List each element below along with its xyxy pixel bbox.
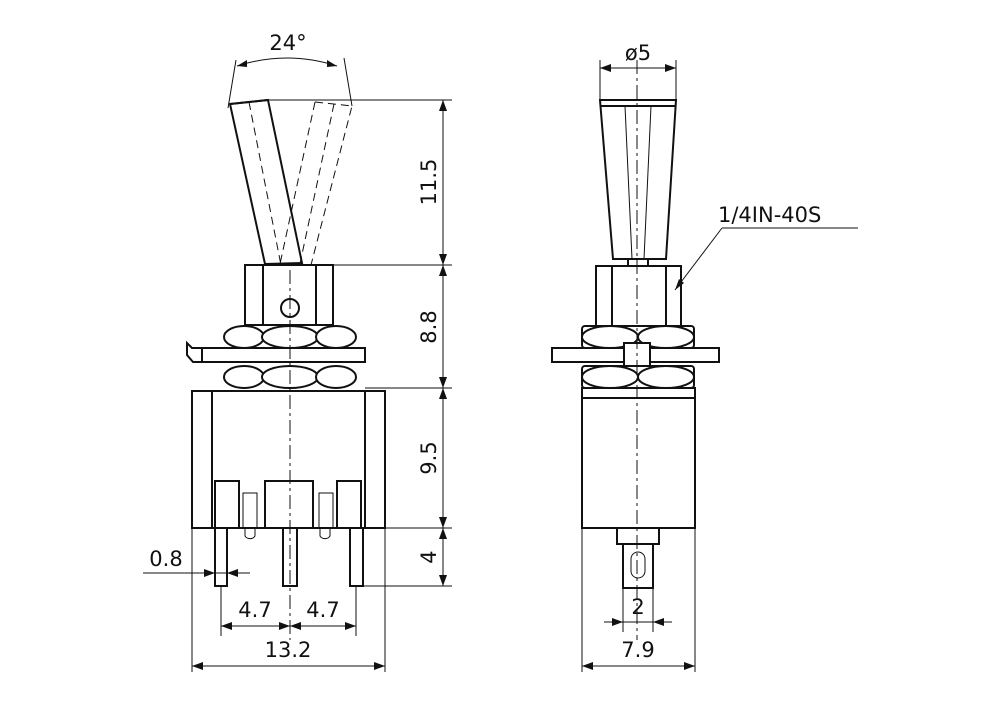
terminal-block-right (336, 480, 362, 529)
pin-left (214, 527, 228, 587)
slot-left (242, 492, 258, 529)
anti-rotation-tab (186, 340, 202, 363)
dim-body-height: 9.5 (417, 441, 441, 474)
mounting-plate (201, 347, 366, 363)
pin-right (349, 527, 364, 587)
angle-ext-left (227, 59, 237, 109)
lever-facet-right (643, 105, 652, 260)
toggle-lever (228, 98, 304, 266)
dim-pin-width: 0.8 (149, 547, 182, 571)
dim-pin-length: 4 (417, 550, 441, 563)
body-width-dimension (191, 528, 386, 672)
angle-arc (236, 57, 338, 67)
terminal-blade (622, 543, 654, 589)
diameter-dimension (599, 60, 677, 100)
dim-bushing-height: 8.8 (417, 310, 441, 343)
front-bushing (595, 265, 682, 327)
front-lower-nut (581, 365, 695, 389)
dim-body-depth: 7.9 (621, 638, 654, 662)
body-depth-dimension (581, 528, 696, 672)
terminal-hole (630, 551, 646, 579)
dim-body-width: 13.2 (265, 638, 312, 662)
terminal-base (616, 527, 660, 545)
thread-label: 1/4IN-40S (718, 203, 821, 227)
vertical-dimensions (268, 99, 452, 587)
dim-terminal-width: 2 (631, 595, 644, 619)
dim-pitch-left: 4.7 (238, 598, 271, 622)
pin-width-dimension (143, 569, 250, 577)
front-switch-body (581, 387, 696, 529)
dim-lever-height: 11.5 (417, 159, 441, 206)
front-view: ø5 1/4IN-40S 2 7.9 (551, 41, 858, 672)
lever-facet-left (624, 105, 633, 260)
front-lever (598, 99, 678, 260)
dim-pitch-right: 4.7 (306, 598, 339, 622)
slot-end-left (244, 528, 256, 540)
terminal-width-dimension (604, 588, 672, 632)
pitch-dimension (220, 586, 357, 636)
terminal-block-left (214, 480, 240, 529)
angle-label: 24° (269, 31, 306, 55)
terminal-block-center (264, 480, 314, 529)
slot-right (318, 492, 334, 529)
dim-lever-diameter: ø5 (625, 41, 651, 65)
slot-end-right (319, 528, 331, 540)
angle-ext-right (343, 57, 353, 107)
side-view: 24° 11.5 8.8 9.5 4 0.8 (143, 31, 452, 672)
thread-leader (674, 227, 858, 291)
